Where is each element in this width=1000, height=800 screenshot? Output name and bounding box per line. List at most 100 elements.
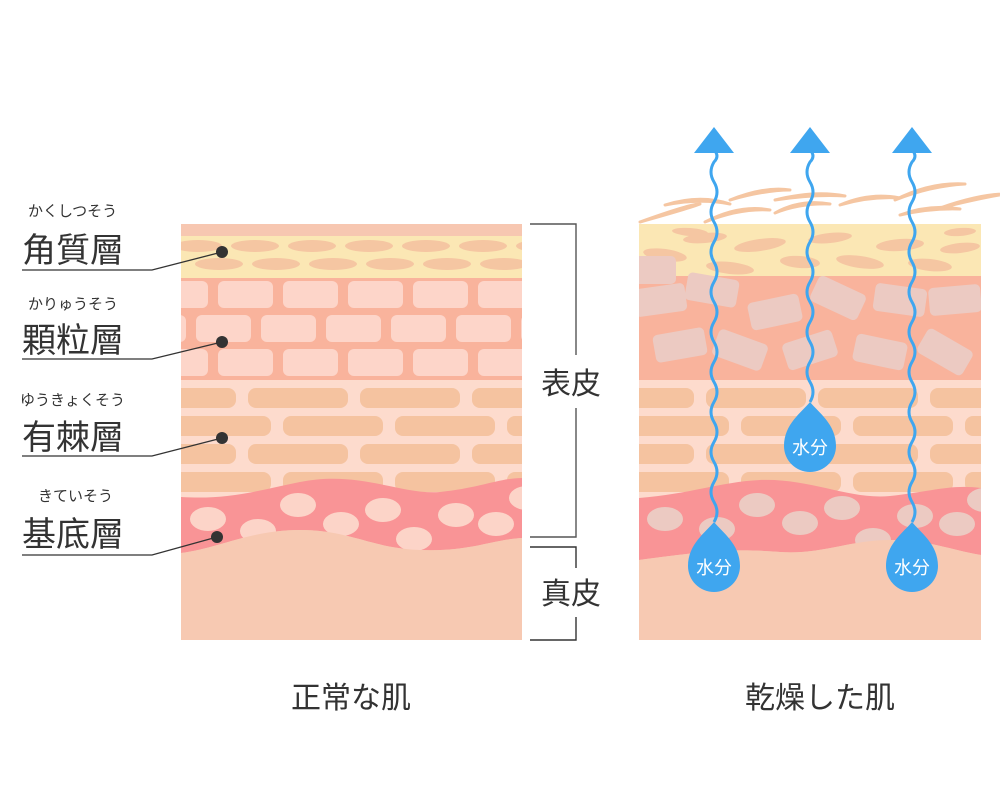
water-drop: 水分 [688,522,740,592]
granular-cell [196,315,251,342]
label-granulosum: 顆粒層 [22,321,124,361]
corneum-cell [288,240,336,252]
granular-cell [456,315,511,342]
corneum-cell [672,227,708,237]
corneum-cell [181,240,222,252]
basal-cell [365,498,401,522]
flake [898,206,962,217]
granular-cell [181,315,186,342]
flaking-cells [638,182,1000,224]
flake [938,192,1000,210]
spinous-cell [472,388,522,408]
water-stream [907,148,917,523]
corneum-cell [366,258,414,270]
granular-cell [521,317,522,340]
basal-cell [323,512,359,536]
water-drop-shape [886,522,938,592]
spinous-cell [639,416,729,436]
spinous-cell [283,416,383,436]
epidermis-label: 表皮 [541,367,601,402]
granular-cell [348,281,403,308]
epidermis-bracket [530,223,577,538]
arrow-up-icon [790,127,830,153]
basal-cell [739,493,775,517]
spinous-cell [818,444,918,464]
corneum-cells [181,240,522,270]
granular-cell [413,281,468,308]
water-stream [805,148,815,403]
leader-lines [22,251,223,556]
leader-basale [22,536,218,556]
granular-cell [348,349,403,376]
corneum-cell [944,227,976,237]
water-drop-label: 水分 [792,438,828,459]
basal-cell [396,527,432,551]
granular-cell [478,281,522,308]
spinous-cell [395,416,495,436]
basal-cell [647,507,683,531]
spinous-cell [181,472,271,492]
flake [773,201,832,215]
reading-corneum: かくしつそう [28,202,117,220]
label-spinosum: 有棘層 [22,418,124,458]
basal-cell [967,488,981,512]
dermis-top [181,530,522,640]
dot-corneum [216,246,228,258]
flake [838,194,902,207]
corneum-cell [309,258,357,270]
spinous-cell [818,388,918,408]
water-drop-shape [784,402,836,472]
spinous-cell [507,416,522,436]
normal-skin-panel [181,224,522,640]
spinous-cell [930,444,981,464]
corneum-cell [345,240,393,252]
water-drop: 水分 [886,522,938,592]
granular-cell [283,349,338,376]
granular-cell [218,349,273,376]
spinous-cell [706,388,806,408]
spinous-cell [360,444,460,464]
granular-cell [917,328,973,376]
granular-cell [261,315,316,342]
basal-cell [190,507,226,531]
granular-cell [712,329,768,371]
corneum-cell [836,255,884,269]
corneum-cell [252,258,300,270]
reading-granulosum: かりゅうそう [28,295,118,313]
arrow-up-icon [892,127,932,153]
flake [893,182,967,202]
dot-spinosum [216,432,228,444]
granular-cell [181,349,208,376]
flake [703,207,772,224]
granular-cell [639,256,676,284]
granular-cell [747,293,803,331]
water-drop-label: 水分 [894,558,930,579]
corneum-cell [734,238,786,252]
spinous-cells [181,388,522,492]
spinous-cell [248,388,348,408]
spinous-cell [639,472,729,492]
water-drop-label: 水分 [696,558,732,579]
label-basale: 基底層 [22,515,124,555]
corneum-cell [195,258,243,270]
granular-cell [928,284,981,316]
granular-cell [181,281,208,308]
label-corneum: 角質層 [22,231,124,271]
flake [728,187,792,202]
corneum-cell [423,258,471,270]
dermis-bracket [530,546,577,641]
water-drop-shape [688,522,740,592]
top-band [181,224,522,236]
corneum-cell [908,258,952,272]
spinous-cell [248,444,348,464]
dot-basale [211,531,223,543]
caption-normal-skin: 正常な肌 [291,681,411,716]
caption-dry-skin: 乾燥した肌 [745,681,895,716]
spinous-cell [360,388,460,408]
basal-cell [280,493,316,517]
dermis-label: 真皮 [541,577,601,612]
leader-spinosum [22,437,223,457]
water-stream [709,148,719,523]
spinous-cell [181,388,236,408]
granular-cell [810,275,866,321]
